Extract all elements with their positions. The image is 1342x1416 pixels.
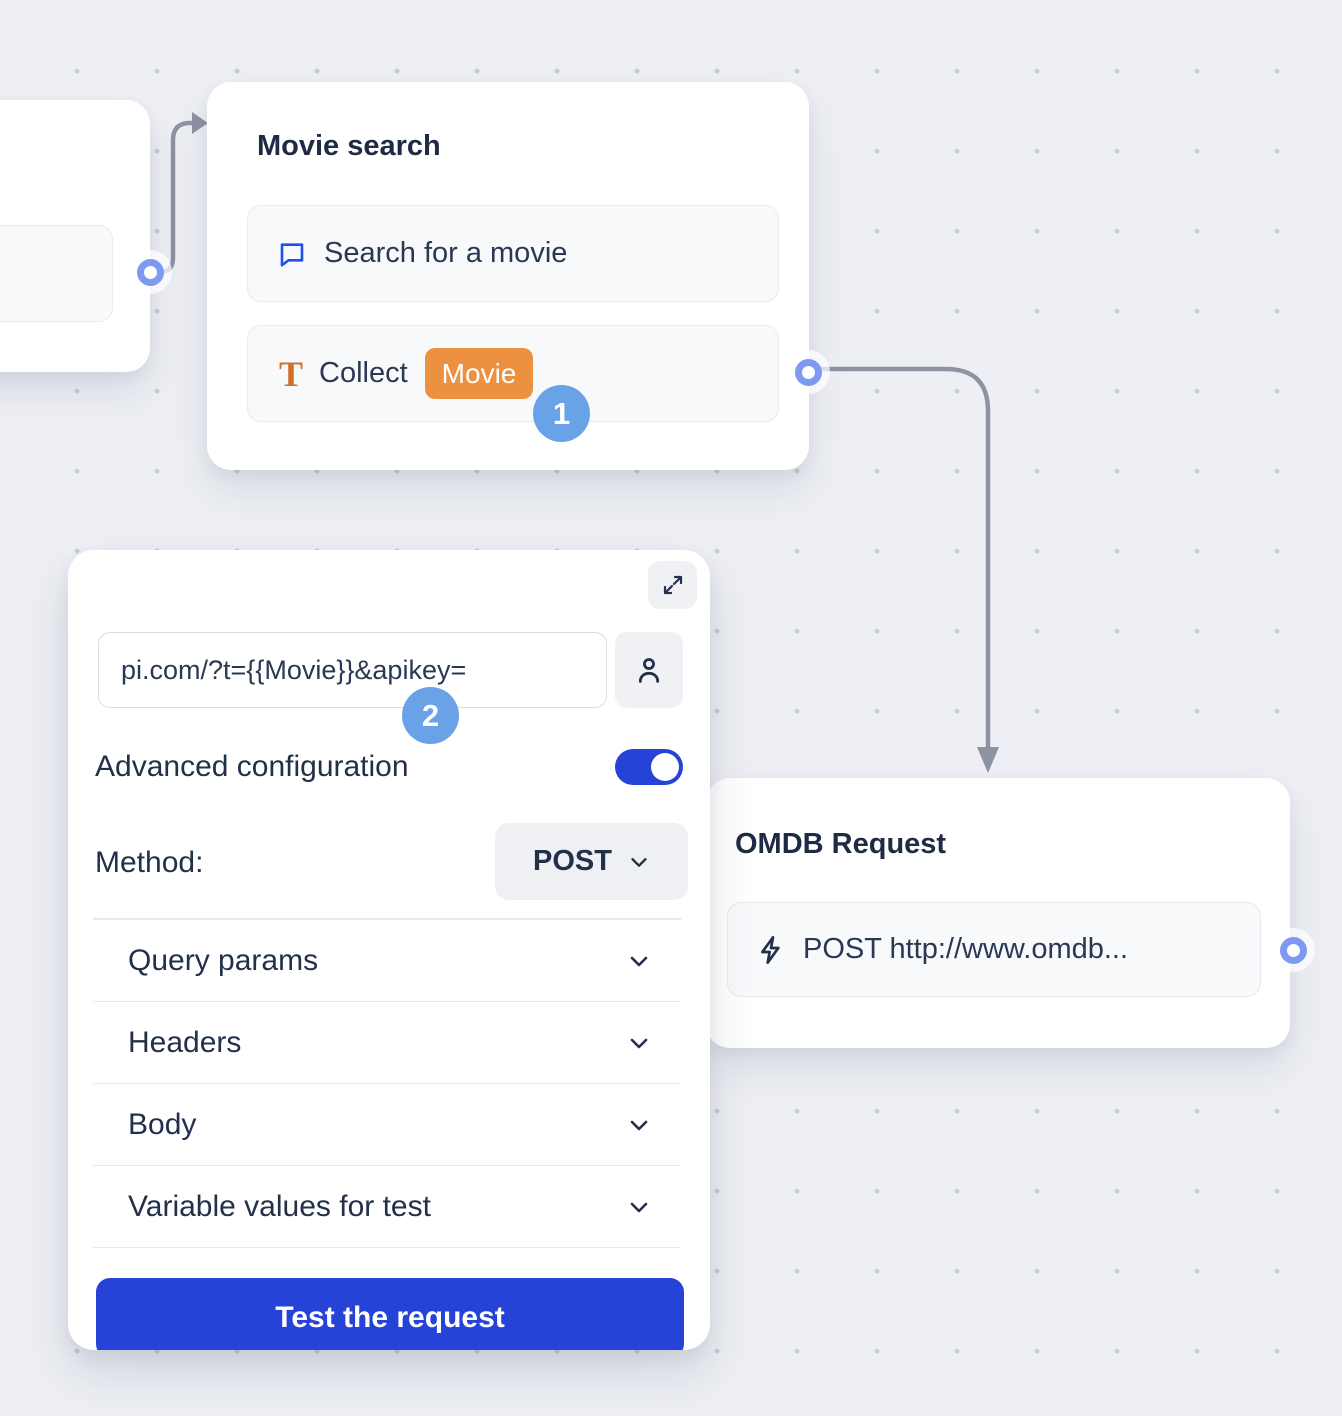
- chat-bubble-icon: [277, 239, 307, 269]
- webhook-config-panel[interactable]: pi.com/?t={{Movie}}&apikey= 2 Advanced c…: [68, 550, 710, 1350]
- method-value: POST: [533, 845, 612, 877]
- text-type-icon: T: [279, 353, 304, 394]
- divider: [93, 918, 681, 920]
- section-label: Variable values for test: [128, 1189, 431, 1223]
- step-badge-2: 2: [402, 687, 459, 744]
- chevron-down-icon: [628, 851, 650, 873]
- connection-port-omdb-output[interactable]: [1271, 928, 1315, 972]
- advanced-configuration-toggle[interactable]: [615, 749, 683, 785]
- webhook-request-item[interactable]: POST http://www.omdb...: [727, 902, 1261, 997]
- chevron-down-icon: [627, 1031, 651, 1055]
- port-ring: [1279, 936, 1307, 964]
- advanced-configuration-label: Advanced configuration: [95, 750, 409, 783]
- toggle-knob: [651, 753, 679, 781]
- omdb-request-node[interactable]: OMDB Request POST http://www.omdb...: [706, 778, 1290, 1048]
- step-badge-1: 1: [533, 385, 590, 442]
- previous-node-card[interactable]: [0, 100, 150, 372]
- section-label: Query params: [128, 943, 319, 977]
- section-query-params[interactable]: Query params: [93, 920, 681, 1002]
- connection-port-movie-search-output[interactable]: [786, 350, 830, 394]
- chevron-down-icon: [627, 1113, 651, 1137]
- chevron-down-icon: [627, 1195, 651, 1219]
- section-body[interactable]: Body: [93, 1084, 681, 1166]
- expand-panel-button[interactable]: [648, 561, 697, 609]
- lightning-icon: [755, 934, 787, 966]
- movie-search-node[interactable]: Movie search Search for a movie T Collec…: [207, 82, 809, 470]
- connector-arrowhead-right: [192, 112, 208, 134]
- collect-block-item[interactable]: T Collect Movie: [247, 325, 779, 422]
- section-headers[interactable]: Headers: [93, 1002, 681, 1084]
- test-request-button[interactable]: Test the request: [96, 1278, 684, 1350]
- connector-left-to-movie-search: [150, 120, 195, 275]
- variable-chip: Movie: [424, 347, 534, 400]
- account-variable-button[interactable]: [615, 632, 683, 708]
- question-block-item[interactable]: Search for a movie: [247, 205, 779, 302]
- connection-port-previous-node[interactable]: [128, 250, 172, 294]
- chevron-down-icon: [627, 949, 651, 973]
- method-label: Method:: [95, 846, 204, 879]
- node-title: Movie search: [257, 130, 441, 162]
- url-input-value: pi.com/?t={{Movie}}&apikey=: [121, 654, 467, 685]
- method-dropdown[interactable]: POST: [495, 823, 688, 900]
- question-item-label: Search for a movie: [324, 237, 568, 269]
- connector-arrowhead-down: [977, 747, 999, 773]
- collect-item-label: Collect: [319, 357, 408, 389]
- url-input[interactable]: pi.com/?t={{Movie}}&apikey=: [98, 632, 607, 708]
- previous-node-item[interactable]: [0, 225, 113, 322]
- port-ring: [136, 258, 164, 286]
- person-icon: [633, 654, 665, 686]
- section-label: Headers: [128, 1025, 242, 1059]
- port-ring: [794, 358, 822, 386]
- expand-icon: [661, 573, 685, 597]
- connector-movie-search-to-omdb: [819, 366, 991, 751]
- section-variable-values[interactable]: Variable values for test: [93, 1166, 681, 1248]
- section-label: Body: [128, 1107, 197, 1141]
- node-title: OMDB Request: [735, 828, 947, 860]
- request-item-label: POST http://www.omdb...: [803, 933, 1129, 965]
